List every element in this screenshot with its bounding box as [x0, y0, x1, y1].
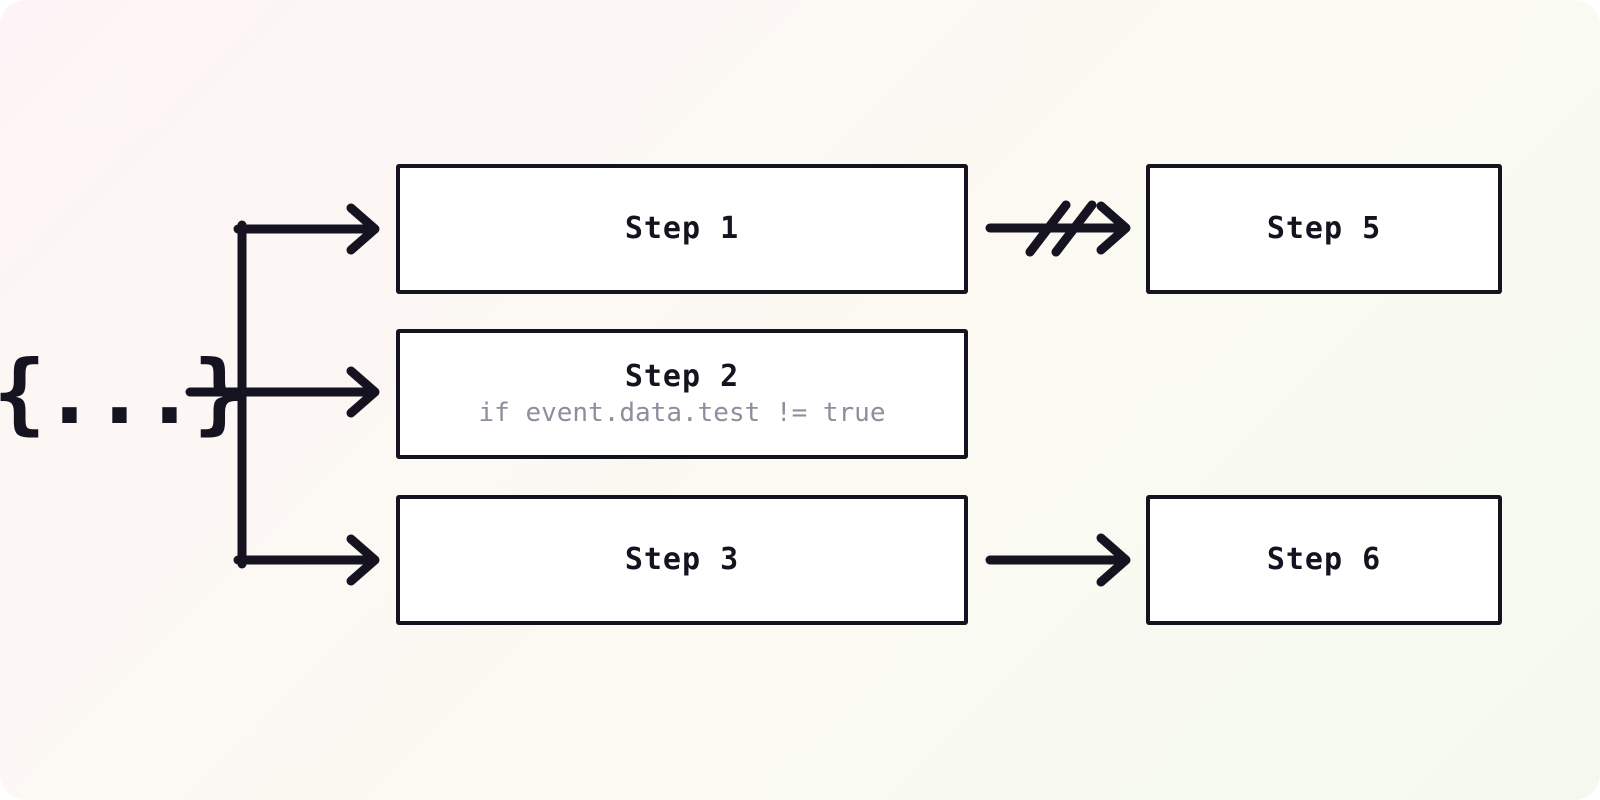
step-title: Step 3: [624, 542, 740, 578]
connector-step-3-to-step-6-arrowhead: [1096, 533, 1131, 587]
step-node-step-5[interactable]: Step 5: [1146, 164, 1502, 294]
step-node-step-2[interactable]: Step 2 if event.data.test != true: [396, 329, 968, 459]
connector-branch-to-step-2-arrowhead: [346, 366, 380, 418]
step-title: Step 2: [624, 358, 740, 394]
step-title: Step 6: [1266, 542, 1382, 578]
connector-branch-to-step-1-arrowhead: [346, 203, 380, 255]
connector-step-1-to-step-5-slash-2: [1051, 200, 1097, 257]
step-node-step-6[interactable]: Step 6: [1146, 495, 1502, 625]
step-node-step-3[interactable]: Step 3: [396, 495, 968, 625]
connector-step-1-to-step-5-arrowhead: [1096, 201, 1131, 255]
connector-step-1-to-step-5-slash-1: [1025, 200, 1071, 257]
connector-branch-to-step-3-arrowhead: [346, 534, 380, 586]
step-title: Step 1: [624, 211, 740, 247]
step-title: Step 5: [1266, 211, 1382, 247]
step-condition: if event.data.test != true: [478, 398, 886, 429]
step-node-step-1[interactable]: Step 1: [396, 164, 968, 294]
json-payload-icon: {...}: [0, 341, 246, 444]
